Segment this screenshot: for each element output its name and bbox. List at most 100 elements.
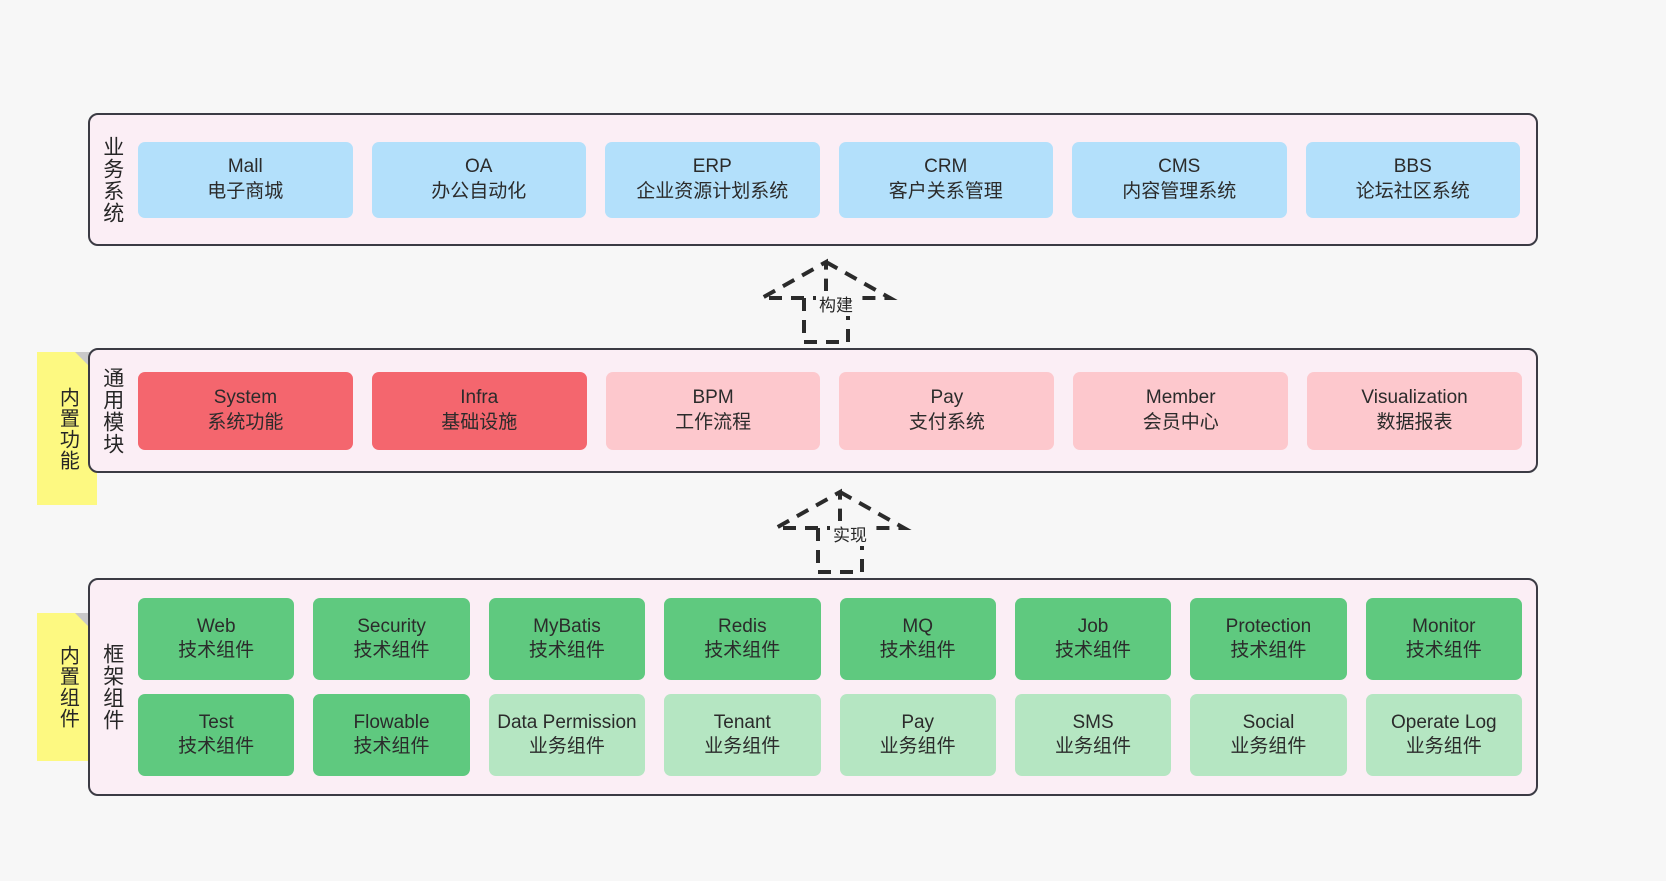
node-subtitle: 业务组件 xyxy=(528,736,605,757)
connector-label-build: 构建 xyxy=(816,291,856,316)
node-subtitle: 工作流程 xyxy=(675,411,752,433)
node-erp[interactable]: ERP 企业资源计划系统 xyxy=(605,141,820,218)
node-title: Operate Log xyxy=(1390,711,1497,733)
node-subtitle: 业务组件 xyxy=(1055,736,1132,757)
node-title: Web xyxy=(196,615,236,637)
node-subtitle: 内容管理系统 xyxy=(1122,180,1237,202)
node-title: MQ xyxy=(902,615,933,637)
node-pay-module[interactable]: Pay 支付系统 xyxy=(839,371,1055,450)
node-member[interactable]: Member 会员中心 xyxy=(1073,371,1289,450)
node-oa[interactable]: OA 办公自动化 xyxy=(371,141,586,218)
node-tenant[interactable]: Tenant 业务组件 xyxy=(664,694,821,776)
node-subtitle: 支付系统 xyxy=(908,411,985,433)
node-title: Member xyxy=(1145,387,1216,409)
node-subtitle: 技术组件 xyxy=(353,736,430,757)
sticky-note-label: 内置组件 xyxy=(56,645,79,729)
node-subtitle: 技术组件 xyxy=(1405,640,1482,661)
node-subtitle: 会员中心 xyxy=(1142,411,1219,433)
node-subtitle: 技术组件 xyxy=(178,736,255,757)
layer-row: Test 技术组件 Flowable 技术组件 Data Permission … xyxy=(138,694,1522,776)
node-web[interactable]: Web 技术组件 xyxy=(138,598,295,680)
node-subtitle: 技术组件 xyxy=(879,640,956,661)
node-title: ERP xyxy=(692,156,732,178)
node-title: BBS xyxy=(1393,156,1432,178)
layer-common-module: 通用模块 System 系统功能 Infra 基础设施 BPM 工作流程 Pay… xyxy=(88,348,1538,473)
node-subtitle: 技术组件 xyxy=(1230,640,1307,661)
sticky-note-builtin-components: 内置组件 xyxy=(37,613,97,761)
node-title: SMS xyxy=(1072,711,1114,733)
layer-title-common-module: 通用模块 xyxy=(100,366,124,455)
node-subtitle: 业务组件 xyxy=(879,736,956,757)
node-title: Monitor xyxy=(1412,615,1476,637)
layer-title-framework-component: 框架组件 xyxy=(100,643,124,731)
node-subtitle: 企业资源计划系统 xyxy=(636,180,789,202)
layer-row: Mall 电子商城 OA 办公自动化 ERP 企业资源计划系统 CRM 客户关系… xyxy=(138,141,1520,218)
node-subtitle: 技术组件 xyxy=(1055,640,1132,661)
node-redis[interactable]: Redis 技术组件 xyxy=(664,598,821,680)
layer-framework-component: 框架组件 Web 技术组件 Security 技术组件 MyBatis 技术组件… xyxy=(88,578,1538,796)
node-title: Pay xyxy=(901,711,935,733)
node-monitor[interactable]: Monitor 技术组件 xyxy=(1365,598,1522,680)
node-title: Protection xyxy=(1225,615,1312,637)
node-title: Test xyxy=(198,711,234,733)
node-subtitle: 办公自动化 xyxy=(431,180,527,202)
node-infra[interactable]: Infra 基础设施 xyxy=(371,371,587,450)
layer-body-business-system: Mall 电子商城 OA 办公自动化 ERP 企业资源计划系统 CRM 客户关系… xyxy=(134,115,1536,244)
connector-label-implement: 实现 xyxy=(830,521,870,546)
node-subtitle: 论坛社区系统 xyxy=(1355,180,1470,202)
node-system[interactable]: System 系统功能 xyxy=(138,371,353,450)
node-job[interactable]: Job 技术组件 xyxy=(1014,598,1172,680)
node-title: OA xyxy=(465,156,493,178)
node-title: Job xyxy=(1077,615,1109,637)
sticky-note-label: 内置功能 xyxy=(56,386,79,471)
node-subtitle: 客户关系管理 xyxy=(888,180,1003,202)
node-operate-log[interactable]: Operate Log 业务组件 xyxy=(1365,694,1522,776)
node-subtitle: 数据报表 xyxy=(1376,411,1453,433)
node-visualization[interactable]: Visualization 数据报表 xyxy=(1307,371,1522,450)
node-title: Mall xyxy=(227,156,263,178)
node-mall[interactable]: Mall 电子商城 xyxy=(138,141,353,218)
node-sms[interactable]: SMS 业务组件 xyxy=(1014,694,1172,776)
node-title: CRM xyxy=(924,156,968,178)
node-bbs[interactable]: BBS 论坛社区系统 xyxy=(1305,141,1520,218)
node-subtitle: 系统功能 xyxy=(207,411,284,433)
node-subtitle: 技术组件 xyxy=(528,640,605,661)
node-subtitle: 基础设施 xyxy=(441,411,518,433)
layer-row: System 系统功能 Infra 基础设施 BPM 工作流程 Pay 支付系统… xyxy=(138,371,1522,450)
node-pay-component[interactable]: Pay 业务组件 xyxy=(839,694,996,776)
node-cms[interactable]: CMS 内容管理系统 xyxy=(1072,141,1287,218)
node-bpm[interactable]: BPM 工作流程 xyxy=(605,371,821,450)
layer-title-business-system: 业务系统 xyxy=(100,135,124,224)
node-title: Redis xyxy=(718,615,767,637)
node-flowable[interactable]: Flowable 技术组件 xyxy=(313,694,470,776)
node-title: Visualization xyxy=(1361,387,1468,409)
node-security[interactable]: Security 技术组件 xyxy=(313,598,470,680)
node-title: BPM xyxy=(692,387,734,409)
node-subtitle: 电子商城 xyxy=(207,180,284,202)
layer-body-common-module: System 系统功能 Infra 基础设施 BPM 工作流程 Pay 支付系统… xyxy=(134,350,1536,471)
sticky-note-builtin-features: 内置功能 xyxy=(37,352,97,505)
node-social[interactable]: Social 业务组件 xyxy=(1190,694,1347,776)
node-subtitle: 业务组件 xyxy=(704,736,781,757)
connector-implement: 实现 xyxy=(766,488,926,576)
node-title: System xyxy=(213,387,278,409)
node-crm[interactable]: CRM 客户关系管理 xyxy=(838,141,1053,218)
layer-row: Web 技术组件 Security 技术组件 MyBatis 技术组件 Redi… xyxy=(138,598,1522,680)
node-subtitle: 业务组件 xyxy=(1405,736,1482,757)
node-subtitle: 技术组件 xyxy=(178,640,255,661)
node-subtitle: 业务组件 xyxy=(1230,736,1307,757)
node-protection[interactable]: Protection 技术组件 xyxy=(1190,598,1347,680)
node-data-permission[interactable]: Data Permission 业务组件 xyxy=(488,694,646,776)
node-mybatis[interactable]: MyBatis 技术组件 xyxy=(488,598,646,680)
node-title: Social xyxy=(1242,711,1295,733)
node-title: Data Permission xyxy=(497,711,637,733)
node-title: Security xyxy=(357,615,426,637)
node-subtitle: 技术组件 xyxy=(704,640,781,661)
node-mq[interactable]: MQ 技术组件 xyxy=(839,598,996,680)
node-title: MyBatis xyxy=(533,615,601,637)
node-test[interactable]: Test 技术组件 xyxy=(138,694,295,776)
layer-business-system: 业务系统 Mall 电子商城 OA 办公自动化 ERP 企业资源计划系统 CRM… xyxy=(88,113,1538,246)
connector-build: 构建 xyxy=(752,258,912,346)
node-title: Tenant xyxy=(713,711,771,733)
